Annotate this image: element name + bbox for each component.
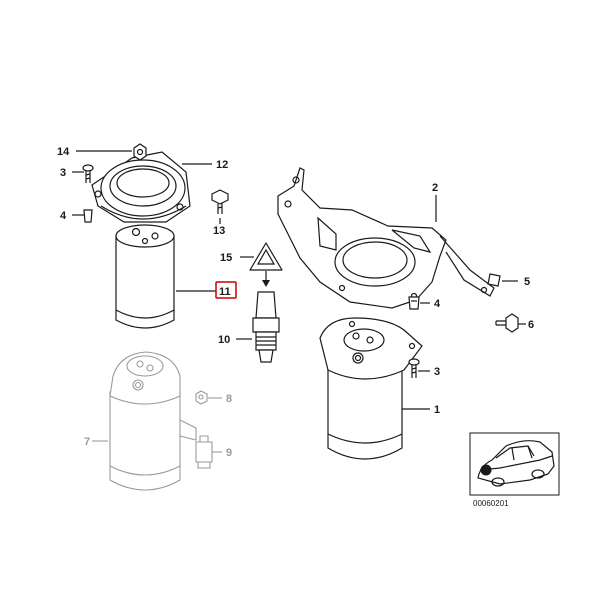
nut-14-part — [133, 143, 147, 161]
callout-3a: 3 — [60, 167, 66, 179]
clip-4b-part — [408, 296, 420, 310]
callout-6: 6 — [528, 319, 534, 331]
clip-5-part — [487, 273, 501, 287]
callout-10: 10 — [218, 334, 230, 346]
callout-11: 11 — [219, 286, 231, 298]
callout-14: 14 — [57, 146, 70, 158]
callout-4b: 4 — [434, 298, 441, 310]
receiver-drier-1-part — [319, 317, 423, 460]
screw-6-part — [495, 313, 519, 333]
callout-8: 8 — [226, 393, 232, 405]
callout-7: 7 — [84, 436, 90, 448]
reference-number: 00060201 — [473, 499, 509, 508]
mounting-ring-part — [91, 151, 191, 223]
sensor-9-part — [195, 435, 213, 469]
warning-triangle-15 — [249, 242, 283, 287]
callout-13: 13 — [213, 225, 225, 237]
bolt-13-part — [211, 189, 229, 214]
nut-8-part — [195, 390, 208, 405]
receiver-drier-11-part — [115, 224, 175, 329]
callout-9: 9 — [226, 447, 232, 459]
callout-2: 2 — [432, 182, 438, 194]
callout-labels: 14 3 4 12 13 15 11 10 8 7 9 2 5 4 6 3 1 — [57, 146, 534, 459]
bracket-2-part — [277, 167, 495, 309]
screw-3a-part — [82, 164, 94, 183]
location-marker-icon — [480, 464, 492, 476]
pressure-switch-10-part — [252, 291, 280, 363]
callout-4a: 4 — [60, 210, 67, 222]
screw-3b-part — [408, 358, 420, 378]
callout-5: 5 — [524, 276, 530, 288]
callout-3b: 3 — [434, 366, 440, 378]
leader-lines — [72, 150, 526, 453]
clip-4a-part — [83, 209, 93, 223]
highlight-box — [215, 281, 237, 299]
callout-15: 15 — [220, 252, 232, 264]
receiver-drier-7-part — [109, 351, 197, 491]
callout-1: 1 — [434, 404, 440, 416]
callout-12: 12 — [216, 159, 228, 171]
car-inset: 00060201 — [469, 432, 560, 508]
